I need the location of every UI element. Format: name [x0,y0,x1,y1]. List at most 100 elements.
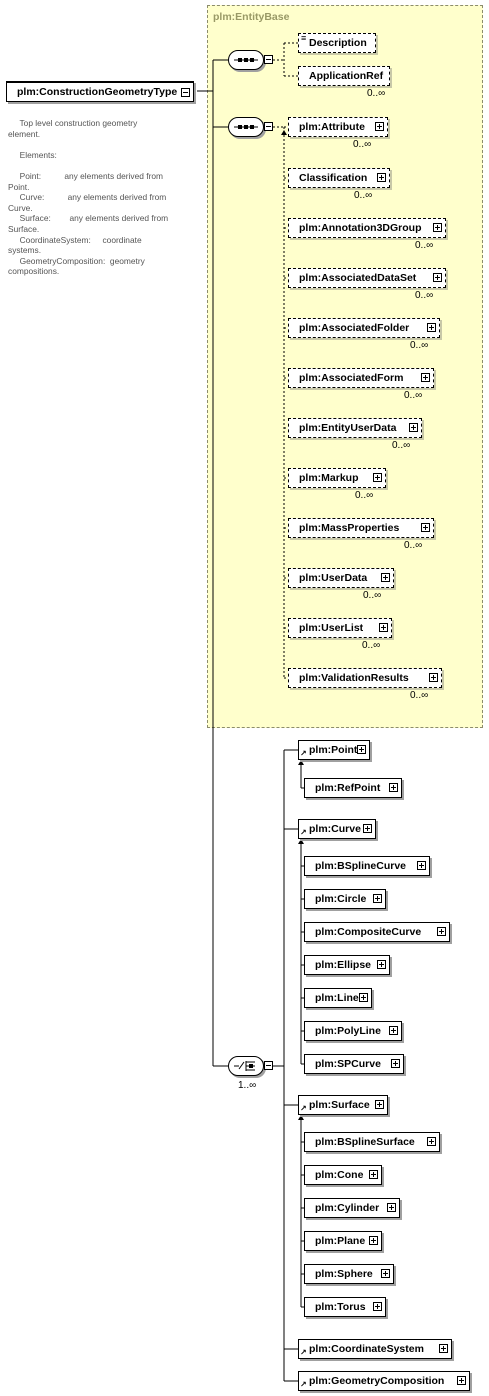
element-circle-label: plm:Circle [315,893,367,905]
element-cylinder[interactable]: plm:Cylinder [304,1198,400,1218]
substitution-arrow [298,760,304,765]
element-user-data[interactable]: plm:UserData [288,568,394,588]
sequence-compositor-2[interactable] [228,117,264,137]
element-ref-point-label: plm:RefPoint [315,782,381,794]
element-user-list[interactable]: plm:UserList [288,618,392,638]
element-markup[interactable]: plm:Markup [288,468,386,488]
element-cone-label: plm:Cone [315,1169,364,1181]
element-application-ref[interactable]: ApplicationRef [298,66,390,86]
element-entity-user-data-label: plm:EntityUserData [299,422,397,434]
element-validation-results[interactable]: plm:ValidationResults [288,668,442,688]
documentation-line: systems. [8,245,42,256]
element-classification[interactable]: Classification [288,168,390,188]
expand-icon[interactable] [421,373,430,382]
expand-icon[interactable] [421,523,430,532]
expand-icon[interactable] [369,1170,378,1179]
element-sphere[interactable]: plm:Sphere [304,1264,394,1284]
element-entity-user-data[interactable]: plm:EntityUserData [288,418,422,438]
element-bspline-surface[interactable]: plm:BSplineSurface [304,1132,440,1152]
expand-icon[interactable] [457,1376,466,1385]
element-bspline-curve[interactable]: plm:BSplineCurve [304,856,430,876]
expand-icon[interactable] [373,894,382,903]
element-ref-icon: ↗ [300,1104,307,1113]
element-point[interactable]: ↗plm:Point [298,740,370,760]
element-attribute[interactable]: plm:Attribute [288,117,388,137]
expand-icon[interactable] [381,1269,390,1278]
element-coordinate-system[interactable]: ↗plm:CoordinateSystem [298,1339,452,1359]
element-associated-data-set[interactable]: plm:AssociatedDataSet [288,268,446,288]
expand-icon[interactable] [427,1137,436,1146]
element-mass-properties[interactable]: plm:MassProperties [288,518,434,538]
expand-icon[interactable] [375,1100,384,1109]
element-associated-form[interactable]: plm:AssociatedForm [288,368,434,388]
entity-base-title: plm:EntityBase [213,11,290,23]
element-user-data-label: plm:UserData [299,572,368,584]
expand-icon[interactable] [409,423,418,432]
expand-icon[interactable] [439,1344,448,1353]
expand-icon[interactable] [389,783,398,792]
element-bspline-curve-label: plm:BSplineCurve [315,860,407,872]
element-associated-form-label: plm:AssociatedForm [299,372,404,384]
expand-icon[interactable] [391,1059,400,1068]
element-ellipse-label: plm:Ellipse [315,959,372,971]
expand-icon[interactable] [373,1302,382,1311]
element-circle[interactable]: plm:Circle [304,889,386,909]
element-plane[interactable]: plm:Plane [304,1231,382,1251]
element-spcurve[interactable]: plm:SPCurve [304,1054,404,1074]
element-cone[interactable]: plm:Cone [304,1165,382,1185]
expand-icon[interactable] [433,273,442,282]
element-application-ref-cardinality: 0..∞ [367,88,386,99]
element-annotation3-dgroup-cardinality: 0..∞ [415,240,434,251]
element-composite-curve[interactable]: plm:CompositeCurve [304,922,450,942]
expand-icon[interactable] [363,824,372,833]
documentation-line: Point: any elements derived from [8,170,164,181]
expand-icon[interactable] [377,173,386,182]
expand-icon[interactable] [357,745,366,754]
expand-icon[interactable] [433,223,442,232]
element-torus[interactable]: plm:Torus [304,1297,386,1317]
choice-compositor[interactable] [228,1056,264,1076]
expand-icon[interactable] [379,623,388,632]
element-description[interactable]: ≡Description [298,33,376,53]
element-curve[interactable]: ↗plm:Curve [298,819,376,839]
element-poly-line[interactable]: plm:PolyLine [304,1021,402,1041]
element-ref-point[interactable]: plm:RefPoint [304,778,402,798]
element-geometry-composition[interactable]: ↗plm:GeometryComposition [298,1371,470,1391]
element-validation-results-cardinality: 0..∞ [410,690,429,701]
expand-icon[interactable] [437,927,446,936]
element-composite-curve-label: plm:CompositeCurve [315,926,422,938]
sequence-compositor-1[interactable] [228,50,264,70]
element-ref-icon: ↗ [300,828,307,837]
element-surface[interactable]: ↗plm:Surface [298,1095,388,1115]
element-annotation3-dgroup[interactable]: plm:Annotation3DGroup [288,218,446,238]
expand-icon[interactable] [387,1203,396,1212]
expand-icon[interactable] [381,573,390,582]
element-line[interactable]: plm:Line [304,988,372,1008]
root-element[interactable]: plm:ConstructionGeometryType [6,81,195,102]
expand-icon[interactable] [369,1236,378,1245]
element-application-ref-label: ApplicationRef [309,70,384,82]
element-ellipse[interactable]: plm:Ellipse [304,955,390,975]
documentation-line: Point. [8,181,30,192]
expand-icon[interactable] [377,960,386,969]
element-mass-properties-label: plm:MassProperties [299,522,400,534]
collapse-icon[interactable] [181,88,191,97]
expand-icon[interactable] [359,993,368,1002]
expand-icon[interactable] [427,323,436,332]
documentation-line [8,160,200,171]
collapse-icon[interactable] [264,1061,273,1070]
element-validation-results-label: plm:ValidationResults [299,672,409,684]
collapse-icon[interactable] [264,122,273,131]
element-associated-folder[interactable]: plm:AssociatedFolder [288,318,440,338]
expand-icon[interactable] [417,861,426,870]
expand-icon[interactable] [389,1026,398,1035]
expand-icon[interactable] [429,673,438,682]
attribute-list-icon: ≡ [301,33,307,43]
expand-icon[interactable] [375,122,384,131]
expand-icon[interactable] [373,473,382,482]
element-description-label: Description [309,37,367,49]
choice-cardinality: 1..∞ [238,1080,257,1091]
collapse-icon[interactable] [264,55,273,64]
element-torus-label: plm:Torus [315,1301,366,1313]
